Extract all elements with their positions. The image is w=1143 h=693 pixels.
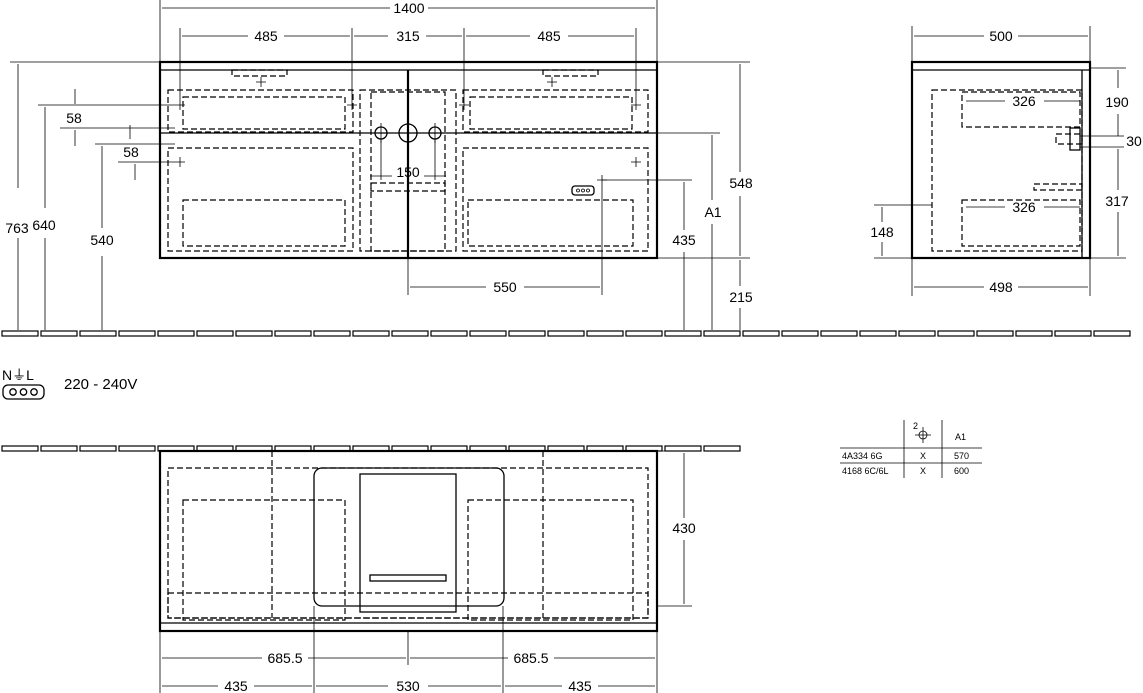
plan-seg-right-label: 435	[568, 678, 592, 693]
half-right-label: 685.5	[513, 650, 548, 666]
voltage-label: 220 - 240V	[64, 376, 137, 393]
outlet-icon	[2, 384, 45, 400]
floor-line-top	[1, 330, 1131, 337]
drain-connection-icon	[371, 120, 445, 146]
height-640-label: 640	[32, 217, 56, 233]
variant-table: 2 A1 4A334 6G X 570 4168 6C/6L X 600	[840, 420, 982, 478]
h-317-label: 317	[1105, 193, 1129, 209]
h-30-label: 30	[1126, 133, 1142, 149]
side-view: 500 326 326 190 30 317 148 498	[870, 26, 1142, 296]
seg-mid-label: 315	[396, 28, 420, 44]
depth-500-label: 500	[989, 28, 1013, 44]
floor-gap-label: 215	[729, 289, 753, 305]
seg-left-label: 485	[254, 28, 278, 44]
h-148-label: 148	[870, 224, 894, 240]
inner-326-bottom-label: 326	[1012, 199, 1036, 215]
height-540-label: 540	[90, 232, 114, 248]
electrical-symbol-label: N⏚L	[2, 367, 34, 383]
cable-height-label: 435	[672, 232, 696, 248]
drain-symbol-icon	[915, 427, 931, 443]
plan-seg-left-label: 435	[224, 678, 248, 693]
mount-height-label: 548	[729, 175, 753, 191]
side-cabinet-outline	[910, 60, 1092, 260]
table-row-2-code: 4168 6C/6L	[842, 466, 889, 476]
table-row-1-code: 4A334 6G	[842, 451, 883, 461]
depth-498-label: 498	[989, 279, 1013, 295]
seg-right-label: 485	[537, 28, 561, 44]
h-190-label: 190	[1105, 94, 1129, 110]
plan-seg-mid-label: 530	[396, 678, 420, 693]
mounting-points	[175, 77, 641, 185]
socket-icon	[571, 185, 595, 196]
plan-depth-label: 430	[672, 520, 696, 536]
plan-cabinet-outline	[158, 449, 659, 633]
cable-offset-label: 550	[493, 279, 517, 295]
inner-326-top-label: 326	[1012, 93, 1036, 109]
table-row-2-mark: X	[920, 466, 926, 476]
drain-spacing-label: 150	[396, 164, 420, 180]
width-total-label: 1400	[393, 0, 424, 16]
table-row-1-a1: 570	[954, 451, 969, 461]
table-row-1-mark: X	[920, 451, 926, 461]
table-header-a1: A1	[955, 432, 966, 442]
half-left-label: 685.5	[267, 650, 302, 666]
a1-label: A1	[704, 204, 721, 220]
table-row-2-a1: 600	[954, 466, 969, 476]
table-header-symbol: 2	[913, 421, 918, 431]
front-view: 1400 485 315 485 763 640 540 58 5	[5, 0, 753, 330]
gap-58-bottom-label: 58	[123, 144, 139, 160]
gap-58-top-label: 58	[66, 110, 82, 126]
plan-view: 430 685.5 685.5 435 530 435	[158, 449, 696, 693]
electrical-symbol: N⏚L 220 - 240V	[2, 367, 137, 400]
height-763-label: 763	[5, 220, 29, 236]
